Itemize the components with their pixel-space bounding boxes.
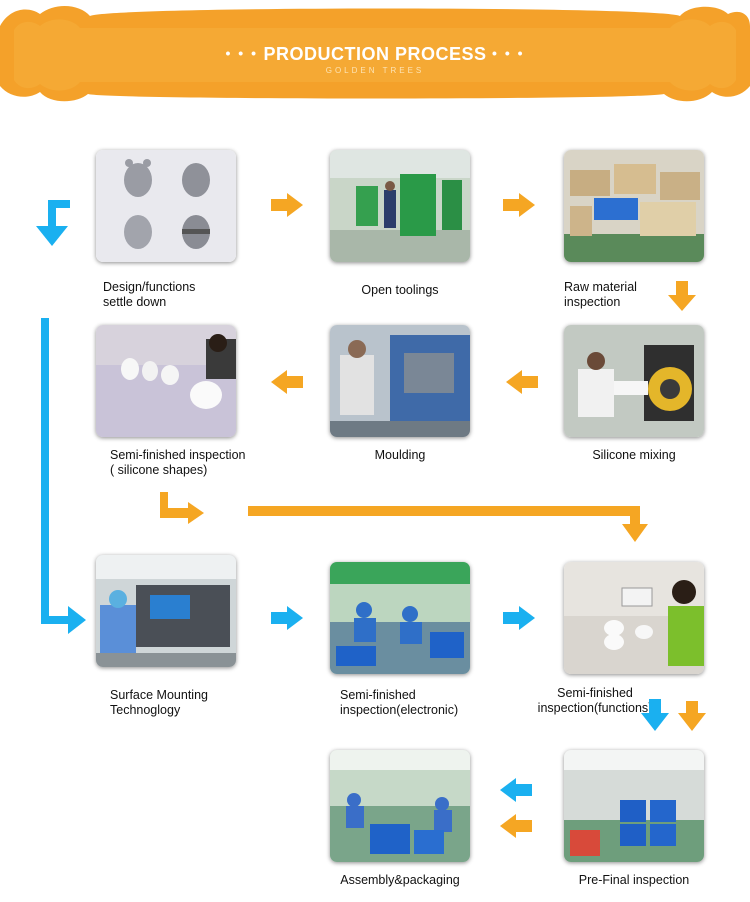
caption-line: Semi-finished xyxy=(557,686,633,700)
caption-line: Surface Mounting xyxy=(110,688,208,702)
orange-down-arrow-icon xyxy=(668,281,696,311)
caption-electronic-inspection: Semi-finished inspection(electronic) xyxy=(340,688,458,718)
silicone-mixing-photo xyxy=(564,325,704,437)
orange-left-arrow-icon xyxy=(500,814,532,838)
orange-left-arrow-icon xyxy=(506,370,538,394)
caption-line: Open toolings xyxy=(361,283,439,297)
caption-moulding: Moulding xyxy=(330,448,470,463)
raw-material-photo xyxy=(564,150,704,262)
caption-pre-final: Pre-Final inspection xyxy=(564,873,704,888)
caption-line: Raw material xyxy=(564,280,637,294)
caption-design: Design/functions settle down xyxy=(103,280,195,310)
page-subtitle: GOLDEN TREES xyxy=(325,66,425,75)
caption-line: ( silicone shapes) xyxy=(110,463,208,477)
caption-line: Technoglogy xyxy=(110,703,181,717)
orange-left-arrow-icon xyxy=(271,370,303,394)
assembly-photo xyxy=(330,750,470,862)
caption-line: Moulding xyxy=(374,448,426,462)
orange-down-arrow-icon xyxy=(678,701,706,731)
title-dots-right: • • • xyxy=(492,45,525,61)
caption-line: inspection(electronic) xyxy=(340,703,459,717)
orange-bent-arrow-icon xyxy=(160,492,204,524)
caption-line: inspection xyxy=(564,295,621,309)
caption-tooling: Open toolings xyxy=(330,283,470,298)
moulding-photo xyxy=(330,325,470,437)
title-dots-left: • • • xyxy=(225,45,258,61)
caption-line: Semi-finished xyxy=(340,688,416,702)
blue-right-arrow-icon xyxy=(271,606,303,630)
caption-silicone-inspection: Semi-finished inspection ( silicone shap… xyxy=(110,448,246,478)
caption-line: inspection(functions) xyxy=(537,701,653,715)
caption-line: Silicone mixing xyxy=(592,448,676,462)
caption-functions-inspection: Semi-finished inspection(functions) xyxy=(518,686,672,716)
caption-line: settle down xyxy=(103,295,167,309)
caption-line: Semi-finished inspection xyxy=(110,448,246,462)
title-text: PRODUCTION PROCESS xyxy=(263,44,487,64)
blue-long-connector-icon xyxy=(41,318,86,634)
caption-smt: Surface Mounting Technoglogy xyxy=(110,688,208,718)
functions-inspection-photo xyxy=(564,562,704,674)
blue-left-arrow-icon xyxy=(500,778,532,802)
pre-final-photo xyxy=(564,750,704,862)
page-title: • • • PRODUCTION PROCESS • • • xyxy=(0,44,750,65)
tooling-photo xyxy=(330,150,470,262)
orange-right-arrow-icon xyxy=(271,193,303,217)
design-photo xyxy=(96,150,236,262)
blue-down-arrow-icon xyxy=(641,699,669,731)
blue-down-arrow-icon xyxy=(36,200,70,246)
caption-line: Design/functions xyxy=(103,280,196,294)
electronic-inspection-photo xyxy=(330,562,470,674)
caption-silicone-mixing: Silicone mixing xyxy=(564,448,704,463)
caption-raw-material: Raw material inspection xyxy=(564,280,637,310)
header-banner xyxy=(0,0,750,110)
silicone-inspection-photo xyxy=(96,325,236,437)
caption-line: Assembly&packaging xyxy=(340,873,460,887)
smt-photo xyxy=(96,555,236,667)
orange-right-arrow-icon xyxy=(503,193,535,217)
blue-right-arrow-icon xyxy=(503,606,535,630)
caption-assembly: Assembly&packaging xyxy=(330,873,470,888)
orange-long-connector-icon xyxy=(248,506,648,542)
caption-line: Pre-Final inspection xyxy=(578,873,690,887)
